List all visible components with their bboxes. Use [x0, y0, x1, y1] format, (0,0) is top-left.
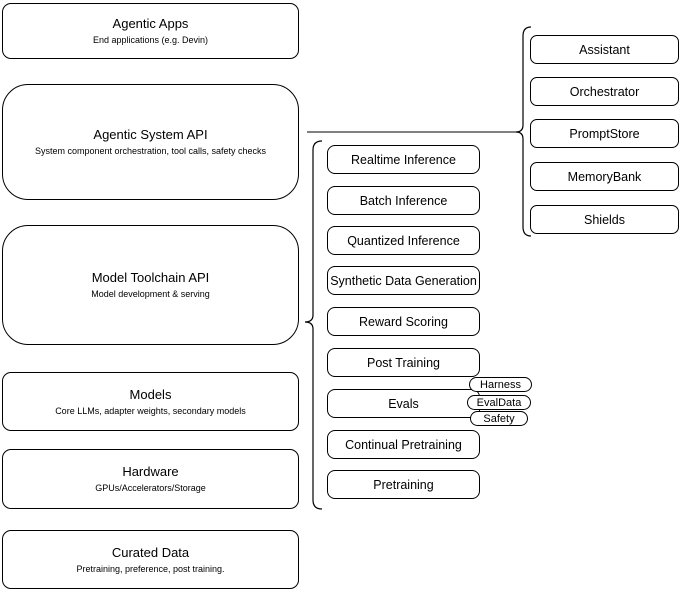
node-agentic-system-api: Agentic System API System component orch… — [2, 84, 299, 200]
node-model-toolchain-api: Model Toolchain API Model development & … — [2, 225, 299, 345]
node-promptstore: PromptStore — [530, 119, 679, 148]
node-agentic-apps: Agentic Apps End applications (e.g. Devi… — [2, 3, 299, 59]
node-subtitle: End applications (e.g. Devin) — [92, 35, 209, 45]
tag-evaldata: EvalData — [467, 395, 531, 410]
node-title: Agentic Apps — [112, 16, 189, 31]
node-title: Curated Data — [111, 544, 190, 560]
node-reward-scoring: Reward Scoring — [327, 307, 480, 336]
node-shields: Shields — [530, 205, 679, 234]
node-title: Hardware — [122, 464, 179, 479]
node-subtitle: Core LLMs, adapter weights, secondary mo… — [55, 405, 246, 416]
node-batch-inference: Batch Inference — [327, 186, 480, 215]
node-subtitle: System component orchestration, tool cal… — [34, 146, 267, 156]
node-evals: Evals — [327, 389, 480, 418]
system-components-brace — [515, 26, 532, 237]
node-realtime-inference: Realtime Inference — [327, 145, 480, 174]
node-models: Models Core LLMs, adapter weights, secon… — [2, 372, 299, 431]
toolchain-brace — [304, 140, 323, 510]
node-title: Model Toolchain API — [91, 270, 210, 285]
node-subtitle: Pretraining, preference, post training. — [76, 563, 225, 574]
node-orchestrator: Orchestrator — [530, 77, 679, 106]
node-hardware: Hardware GPUs/Accelerators/Storage — [2, 449, 299, 509]
node-curated-data: Curated Data Pretraining, preference, po… — [2, 530, 299, 589]
node-assistant: Assistant — [530, 35, 679, 64]
node-memorybank: MemoryBank — [530, 162, 679, 191]
node-post-training: Post Training — [327, 348, 480, 377]
tag-safety: Safety — [470, 411, 528, 426]
node-pretraining: Pretraining — [327, 470, 480, 499]
node-continual-pretraining: Continual Pretraining — [327, 430, 480, 459]
node-synthetic-data-generation: Synthetic Data Generation — [327, 266, 480, 295]
node-subtitle: Model development & serving — [91, 289, 210, 299]
node-title: Models — [129, 386, 172, 402]
node-quantized-inference: Quantized Inference — [327, 226, 480, 255]
node-title: Agentic System API — [93, 127, 208, 142]
node-subtitle: GPUs/Accelerators/Storage — [95, 483, 206, 493]
tag-harness: Harness — [469, 377, 532, 392]
